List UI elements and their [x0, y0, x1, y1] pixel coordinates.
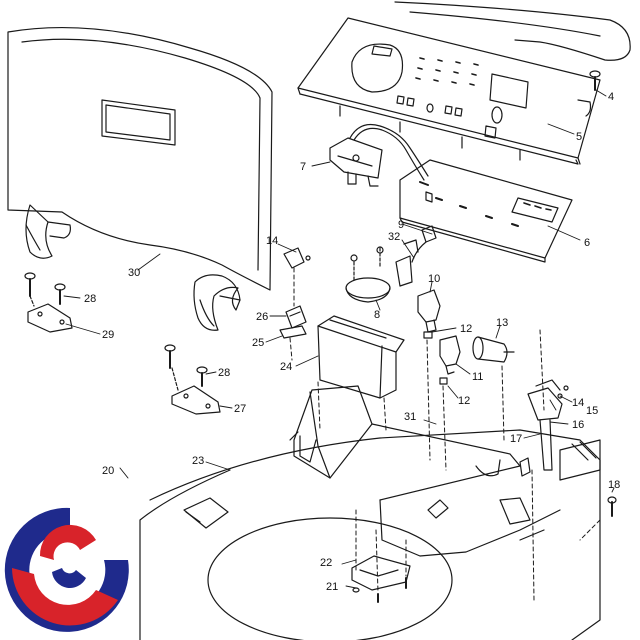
label-21: 21	[326, 581, 338, 593]
leader-lines	[63, 89, 615, 589]
label-17: 17	[510, 433, 522, 445]
label-12a: 12	[460, 323, 472, 335]
callout-labels: 4 5 6 7 8 9 32 10 12 11 12 13 14 26 25 2…	[84, 91, 620, 593]
label-11: 11	[472, 371, 483, 383]
circuit-board-part	[399, 159, 573, 263]
hinge-part-27	[164, 344, 221, 415]
label-4: 4	[608, 91, 614, 103]
hinge-part-29	[24, 272, 73, 333]
label-27: 27	[234, 403, 246, 415]
label-28b: 28	[218, 367, 230, 379]
label-8: 8	[374, 309, 380, 321]
label-14a: 14	[266, 235, 278, 247]
bracket-part	[527, 379, 569, 471]
water-valve-part	[417, 289, 461, 385]
label-24: 24	[280, 361, 292, 373]
label-10: 10	[428, 273, 440, 285]
switch-assembly-part	[329, 123, 429, 187]
label-25: 25	[252, 337, 264, 349]
label-9: 9	[398, 219, 404, 231]
tub-top-part	[139, 385, 601, 640]
label-13: 13	[496, 317, 508, 329]
cabinet-top-edge	[394, 1, 631, 61]
control-panel-part	[297, 17, 601, 165]
label-23: 23	[192, 455, 204, 467]
dispenser-box-part	[317, 315, 405, 399]
label-20: 20	[102, 465, 114, 477]
screw-part-4	[589, 70, 601, 91]
label-22: 22	[320, 557, 332, 569]
label-26: 26	[256, 311, 268, 323]
label-32: 32	[388, 231, 400, 243]
label-6: 6	[584, 237, 590, 249]
label-28a: 28	[84, 293, 96, 305]
lid-part	[7, 26, 273, 331]
label-18: 18	[608, 479, 620, 491]
label-5: 5	[576, 131, 582, 143]
label-7: 7	[300, 161, 306, 173]
spiral-logo-icon	[4, 507, 129, 632]
door-lock-part	[279, 247, 311, 339]
pressure-switch-part	[345, 225, 437, 303]
filter-part	[351, 555, 411, 603]
label-12b: 12	[458, 395, 470, 407]
capacitor-part	[472, 336, 515, 363]
label-16: 16	[572, 419, 584, 431]
label-14b: 14	[572, 397, 584, 409]
label-29: 29	[102, 329, 114, 341]
label-15: 15	[586, 405, 598, 417]
label-30: 30	[128, 267, 140, 279]
screw-part-18	[607, 496, 617, 517]
label-31: 31	[404, 411, 416, 423]
